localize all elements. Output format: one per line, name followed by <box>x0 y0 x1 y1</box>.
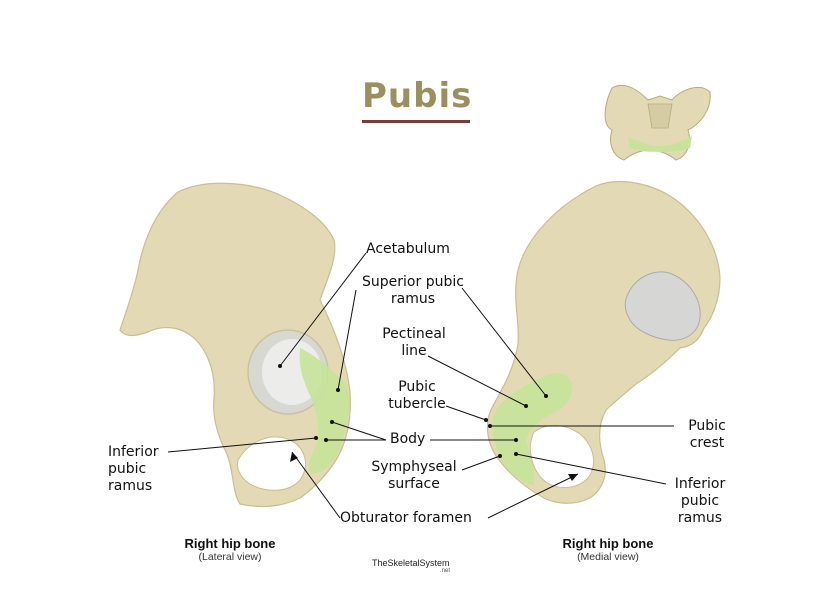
label-inferior-pubic-ramus-left: Inferior pubic ramus <box>108 444 159 495</box>
label-line: ramus <box>390 291 436 307</box>
label-body: Body <box>390 431 426 447</box>
left-hip-bone <box>119 182 351 508</box>
label-pubic-crest: Pubic crest <box>680 418 734 452</box>
label-line: Pubic <box>398 379 436 395</box>
caption-left: Right hip bone (Lateral view) <box>170 536 290 563</box>
label-line: ramus <box>677 510 723 526</box>
label-line: ramus <box>108 478 153 494</box>
label-line: Inferior <box>674 476 726 492</box>
page-title: Pubis <box>362 76 473 116</box>
label-line: surface <box>388 476 440 492</box>
leader-dots <box>278 364 548 458</box>
label-line: Pubic <box>688 418 726 434</box>
caption-subtitle: (Lateral view) <box>198 551 262 563</box>
label-superior-pubic-ramus: Superior pubic ramus <box>358 274 468 308</box>
caption-title: Right hip bone <box>184 536 276 551</box>
label-line: crest <box>689 435 725 451</box>
pelvis-thumbnail-icon <box>604 84 711 161</box>
right-hip-bone <box>486 180 721 504</box>
label-line: Pectineal <box>382 326 446 342</box>
label-obturator-foramen: Obturator foramen <box>340 510 472 526</box>
title-underline <box>362 120 470 123</box>
caption-right: Right hip bone (Medial view) <box>548 536 668 563</box>
leader-lines <box>167 252 674 519</box>
brand-name: TheSkeletalSystem <box>372 558 450 568</box>
label-line: line <box>401 343 427 359</box>
arrowheads <box>290 452 578 481</box>
label-line: Symphyseal <box>371 459 457 475</box>
label-pubic-tubercle: Pubic tubercle <box>382 379 452 413</box>
brand-suffix: .net <box>439 568 450 574</box>
label-symphyseal-surface: Symphyseal surface <box>364 459 464 493</box>
label-line: pubic <box>108 461 147 477</box>
label-line: Superior pubic <box>362 274 464 290</box>
label-line: Inferior <box>108 444 159 460</box>
label-line: tubercle <box>388 396 446 412</box>
caption-subtitle: (Medial view) <box>577 551 639 563</box>
label-inferior-pubic-ramus-right: Inferior pubic ramus <box>666 476 734 527</box>
label-pectineal-line: Pectineal line <box>374 326 454 360</box>
label-line: pubic <box>680 493 720 509</box>
label-acetabulum: Acetabulum <box>366 241 450 257</box>
brand-logo: TheSkeletalSystem .net <box>372 558 462 574</box>
caption-title: Right hip bone <box>562 536 654 551</box>
